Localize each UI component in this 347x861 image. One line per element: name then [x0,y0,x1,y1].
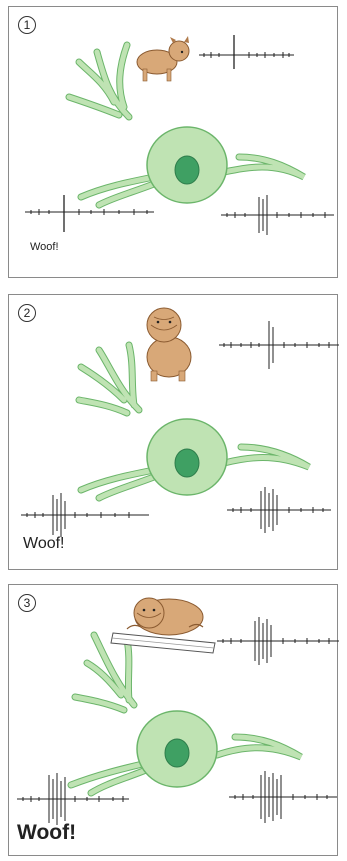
panel-1: 1 [8,6,338,278]
panel-2: 2 [8,294,338,570]
input-trace-left [21,493,149,537]
panel-3-illustration [9,585,339,857]
woof-text: Woof! [23,535,65,553]
neuron [69,45,304,205]
input-trace-top [199,35,294,69]
output-trace [221,195,334,235]
panel-3: 3 [8,584,338,856]
output-trace [229,771,337,823]
small-dog-icon [137,36,189,81]
input-trace-left [25,195,154,232]
dog-behind-fence-icon [111,598,215,653]
panel-2-illustration [9,295,339,571]
output-trace [227,487,331,533]
input-trace-top [219,321,339,369]
panel-1-illustration [9,7,339,279]
woof-text: Woof! [17,821,76,845]
bulldog-icon [147,308,191,381]
input-trace-top [217,617,339,665]
neuron [79,345,309,498]
woof-text: Woof! [30,241,59,253]
